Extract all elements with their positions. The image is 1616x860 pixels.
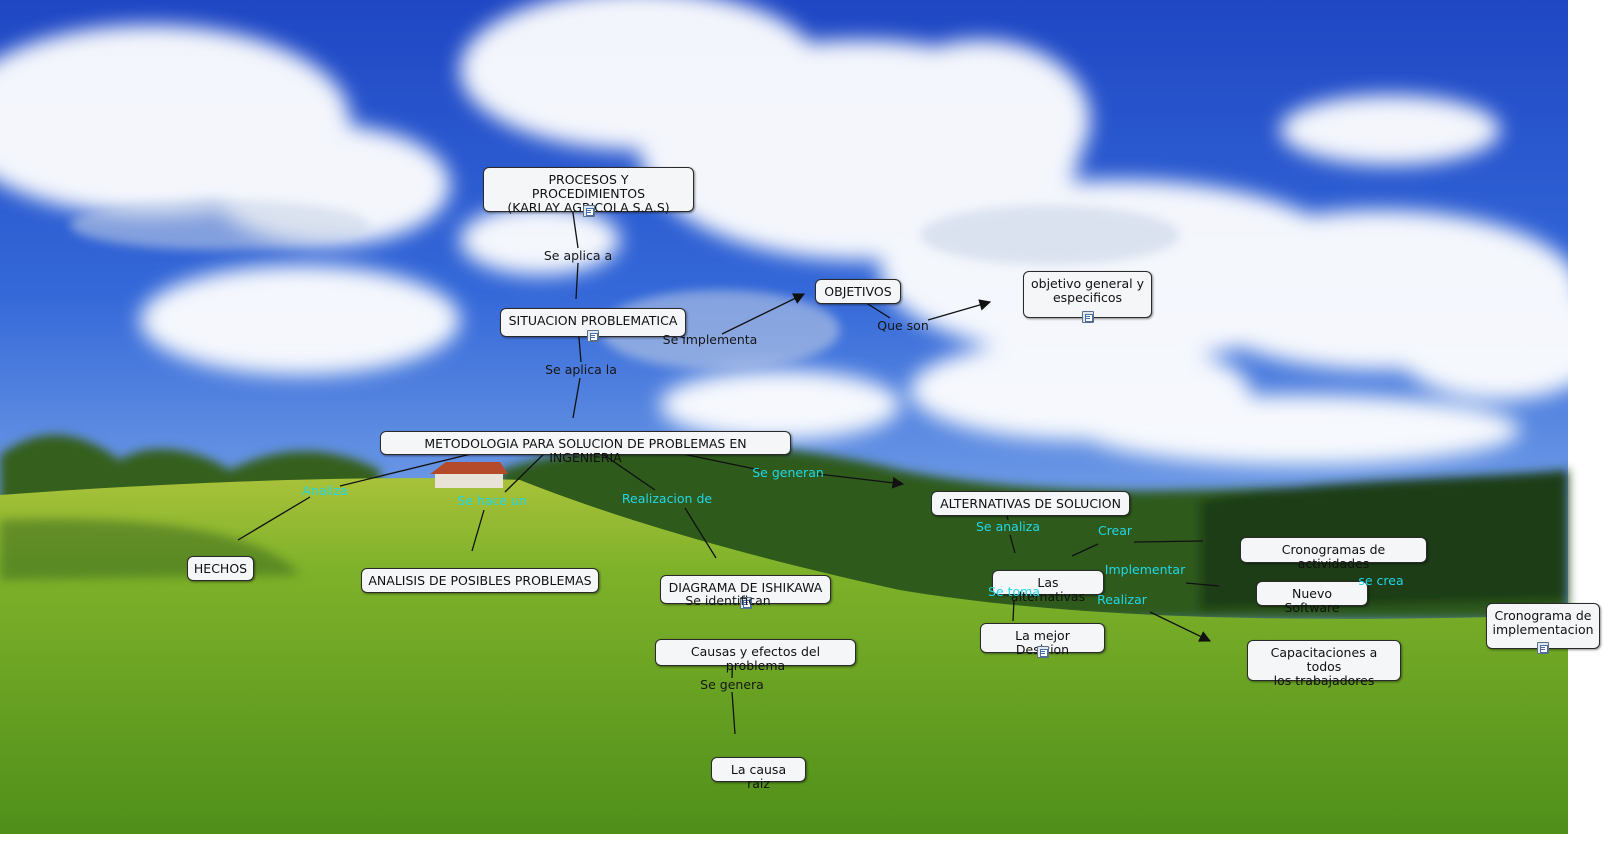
node-label: PROCESOS Y PROCEDIMIENTOS (KARLAY AGRICO… — [507, 172, 670, 215]
connector-se-aplica-a-situacion — [575, 262, 579, 300]
connector-se-genera-causa-raiz — [731, 691, 736, 735]
link-label-se-implementa: Se implementa — [662, 332, 758, 347]
document-icon[interactable] — [582, 205, 595, 217]
node-nuevo-software[interactable]: Nuevo Software — [1256, 581, 1368, 615]
node-objetivo-general-y-especificos[interactable]: objetivo general y especificos — [1023, 271, 1152, 323]
node-label: Las alternativas — [1010, 575, 1086, 604]
node-label: objetivo general y especificos — [1030, 276, 1145, 305]
connector-realizacion-ishikawa — [684, 507, 717, 559]
node-cronograma-de-implementacion[interactable]: Cronograma de implementacion — [1486, 603, 1600, 654]
document-icon[interactable] — [1081, 311, 1094, 323]
node-label: ALTERNATIVAS DE SOLUCION — [940, 496, 1121, 511]
node-causas-y-efectos[interactable]: Causas y efectos del problema — [655, 639, 856, 673]
document-icon[interactable] — [1036, 646, 1049, 658]
concept-map: PROCESOS Y PROCEDIMIENTOS (KARLAY AGRICO… — [187, 167, 1600, 791]
link-label-analiza: Analiza — [302, 483, 348, 498]
connector-se-toma-mejor-decision — [1012, 599, 1015, 622]
concept-map-connectors — [237, 205, 1220, 735]
link-label-que-son: Que son — [877, 318, 929, 333]
node-label: HECHOS — [193, 561, 248, 576]
node-label: Causas y efectos del problema — [690, 644, 821, 673]
connector-implementar-software — [1185, 582, 1220, 587]
node-label: Cronogramas de actividades — [1281, 542, 1386, 571]
link-label-implementar: Implementar — [1104, 562, 1186, 577]
node-label: Capacitaciones a todos los trabajadores — [1270, 645, 1378, 688]
node-las-alternativas[interactable]: Las alternativas — [992, 570, 1104, 604]
node-cronogramas-de-actividades[interactable]: Cronogramas de actividades — [1240, 537, 1427, 571]
node-la-mejor-desicion[interactable]: La mejor Desicion — [980, 623, 1105, 658]
node-capacitaciones[interactable]: Capacitaciones a todos los trabajadores — [1247, 640, 1401, 688]
document-icon[interactable] — [1537, 642, 1549, 654]
node-label: ANALISIS DE POSIBLES PROBLEMAS — [368, 573, 592, 588]
link-label-realizar: Realizar — [1097, 592, 1147, 607]
node-label: Nuevo Software — [1284, 586, 1340, 615]
connector-procesos-se-aplica-a — [571, 205, 579, 249]
farmhouse — [430, 462, 508, 488]
link-label-se-crea: se crea — [1358, 573, 1404, 588]
link-label-se-generan: Se generan — [752, 465, 824, 480]
connector-se-generan-alternativas — [817, 473, 905, 489]
node-label: OBJETIVOS — [824, 284, 892, 299]
node-objetivos[interactable]: OBJETIVOS — [815, 279, 901, 304]
node-label: SITUACION PROBLEMATICA — [508, 313, 678, 328]
link-label-se-aplica-la: Se aplica la — [545, 362, 617, 377]
link-label-realizacion-de: Realizacion de — [621, 491, 713, 506]
connector-se-aplica-la-metodologia — [572, 377, 581, 419]
link-label-se-aplica-a: Se aplica a — [543, 248, 613, 263]
node-procesos-y-procedimientos[interactable]: PROCESOS Y PROCEDIMIENTOS (KARLAY AGRICO… — [483, 167, 694, 217]
link-label-se-analiza: Se analiza — [975, 519, 1041, 534]
node-alternativas-de-solucion[interactable]: ALTERNATIVAS DE SOLUCION — [931, 491, 1130, 516]
connector-realizar-capacitaciones — [1149, 611, 1212, 642]
node-label: La causa raiz — [730, 762, 787, 791]
node-la-causa-raiz[interactable]: La causa raiz — [711, 757, 806, 791]
connector-analiza-hechos — [237, 496, 311, 541]
node-hechos[interactable]: HECHOS — [187, 556, 254, 581]
document-icon[interactable] — [739, 597, 752, 609]
connector-se-analiza-las-alternativas — [1009, 534, 1016, 554]
node-diagrama-de-ishikawa[interactable]: DIAGRAMA DE ISHIKAWA — [660, 575, 831, 609]
node-situacion-problematica[interactable]: SITUACION PROBLEMATICA — [500, 308, 686, 342]
connector-crear-cronogramas — [1133, 540, 1204, 543]
node-analisis-de-posibles-problemas[interactable]: ANALISIS DE POSIBLES PROBLEMAS — [361, 568, 599, 593]
node-label: DIAGRAMA DE ISHIKAWA — [668, 580, 823, 595]
connector-las-alternativas-crear — [1071, 543, 1099, 557]
connector-se-implementa-objetivos — [721, 293, 806, 335]
node-label: METODOLOGIA PARA SOLUCION DE PROBLEMAS E… — [424, 436, 747, 465]
link-label-se-toma: Se toma — [988, 584, 1040, 599]
link-label-se-hace-un: Se hace un — [457, 493, 527, 508]
connector-se-hace-un-analisis — [471, 509, 485, 552]
link-label-crear: Crear — [1097, 523, 1133, 538]
document-icon[interactable] — [587, 330, 599, 342]
connector-que-son-objetivo-general — [927, 299, 992, 321]
link-label-se-genera: Se genera — [700, 677, 764, 692]
node-metodologia[interactable]: METODOLOGIA PARA SOLUCION DE PROBLEMAS E… — [380, 431, 791, 465]
node-label: Cronograma de implementacion — [1492, 608, 1594, 637]
link-label-se-identifican: Se identifican — [685, 593, 771, 608]
